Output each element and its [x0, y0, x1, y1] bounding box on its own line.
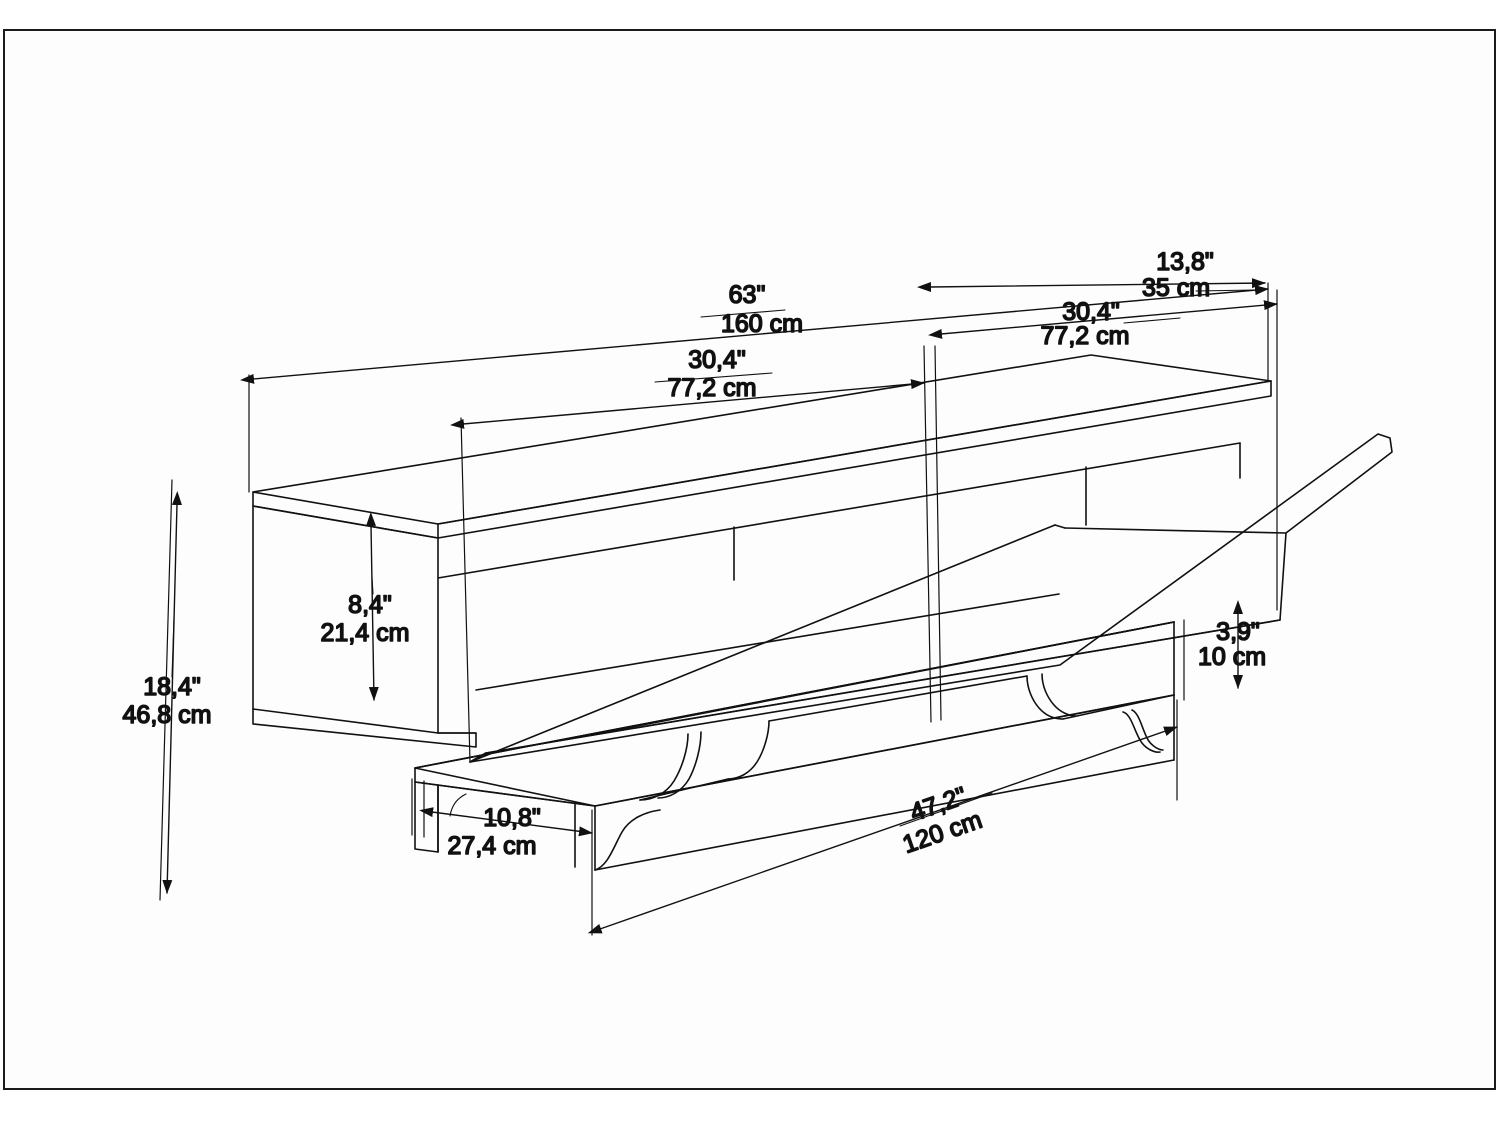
door-hinge-fold-line: [1054, 524, 1066, 529]
base-front-curve-left: [594, 809, 661, 871]
base-height-inch-label: 3,9": [1216, 618, 1260, 646]
right-section-inch-label: 30,4": [1062, 298, 1120, 326]
cabinet-back-inner-edge: [437, 380, 1272, 525]
base-height-cm-label: 10 cm: [1198, 643, 1266, 671]
overall-height-inch-label: 18,4": [143, 673, 201, 701]
cabinet-body: [252, 354, 1272, 748]
cabinet-left-bottom-board: [252, 708, 477, 748]
dim-depth: [419, 793, 593, 837]
dim-left-section: [450, 372, 925, 429]
base-back-opening-bottom: [639, 778, 729, 801]
base-back-curve-c: [727, 720, 770, 780]
left-section-cm-label: 77,2 cm: [668, 374, 757, 402]
door-lower-inner-edge: [1064, 527, 1287, 534]
base-back-opening-bottom-2: [1062, 694, 1175, 720]
cabinet-interior-shelf-back: [437, 442, 1241, 579]
cabinet-top-board-edge: [252, 491, 439, 539]
overall-width-inch-label: 63": [729, 281, 766, 309]
depth-cm-label: 27,4 cm: [448, 832, 537, 860]
base-back-curve-d: [1026, 675, 1064, 720]
dim-right-end: [917, 278, 1266, 292]
body-height-inch-label: 8,4": [348, 591, 392, 619]
dim-overall-height: [162, 491, 182, 894]
door-diagonal-left: [469, 524, 1056, 763]
right-end-cm-label: 35 cm: [1142, 274, 1210, 302]
base-back-rail-step: [768, 675, 1028, 722]
base-left-leg: [414, 781, 439, 853]
cabinet-top-surface: [252, 354, 1272, 525]
ext-line-mid-a: [923, 345, 932, 723]
base-front-bottom-edge: [594, 759, 1175, 871]
overall-height-cm-label: 46,8 cm: [123, 701, 212, 729]
body-height-cm-label: 21,4 cm: [321, 619, 410, 647]
base-front-curve-right-inner: [1131, 709, 1164, 751]
depth-inch-label: 10,8": [483, 804, 541, 832]
right-section-cm-label: 77,2 cm: [1041, 322, 1130, 350]
base-back-rail-inner: [595, 621, 1175, 735]
ext-line-leftsec: [460, 417, 471, 763]
base-back-curve-e: [1041, 673, 1077, 717]
left-section-inch-label: 30,4": [688, 346, 746, 374]
dim-right-section: [928, 300, 1278, 339]
dim-base-width: [587, 726, 1178, 934]
cabinet-top-board-right-edge: [437, 380, 1272, 539]
dim-body-height: [366, 512, 379, 701]
base-back-curve-b: [657, 731, 702, 799]
ext-line-mid-b: [934, 345, 942, 721]
overall-width-cm-label: 160 cm: [721, 310, 803, 338]
base-top-plane: [414, 621, 1175, 807]
right-end-inch-label: 13,8": [1156, 248, 1214, 276]
